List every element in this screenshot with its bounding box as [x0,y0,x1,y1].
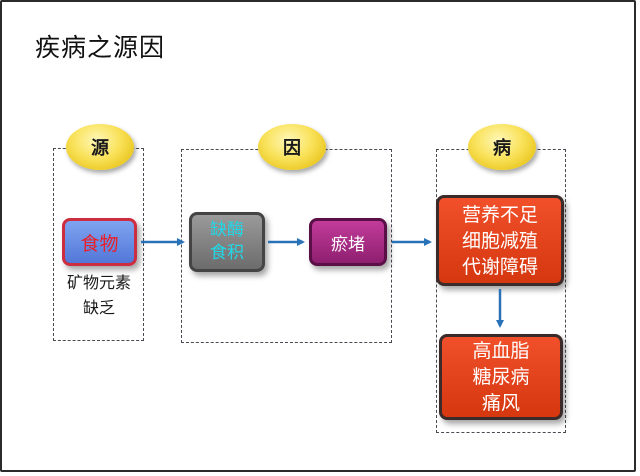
source-badge: 源 [66,124,134,170]
stasis-box: 瘀堵 [309,218,387,266]
enzyme-box: 缺酶 食积 [189,212,265,272]
diseases-box: 高血脂 糖尿病 痛风 [439,334,563,420]
minerals-note: 矿物元素 缺乏 [66,273,131,317]
cause-badge: 因 [258,124,326,170]
disease-badge: 病 [468,124,536,170]
enzyme-line-1: 缺酶 [210,220,244,240]
enzyme-line-2: 食积 [210,243,244,263]
page-title: 疾病之源因 [35,33,166,62]
nutrition-box: 营养不足 细胞减殖 代谢障碍 [436,195,564,286]
food-box: 食物 [62,218,137,266]
